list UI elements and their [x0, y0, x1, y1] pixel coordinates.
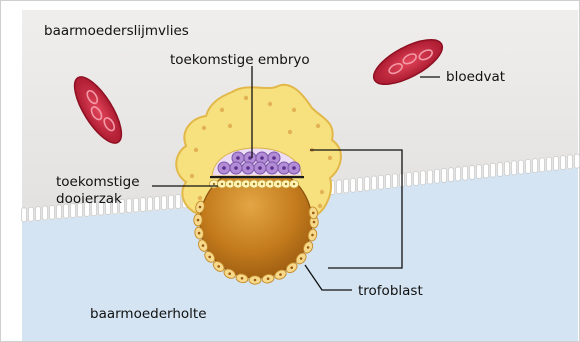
label-future-yolk-sac-line2: dooierzak	[56, 191, 122, 207]
yolk-sac-cell-row	[209, 176, 304, 188]
label-uterine-cavity: baarmoederholte	[90, 306, 207, 322]
label-blood-vessel: bloedvat	[446, 69, 505, 85]
label-future-yolk-sac-line1: toekomstige	[56, 174, 140, 190]
label-future-embryo: toekomstige embryo	[170, 52, 310, 68]
label-endometrium: baarmoederslijmvlies	[44, 23, 189, 39]
label-trophoblast: trofoblast	[358, 283, 423, 299]
